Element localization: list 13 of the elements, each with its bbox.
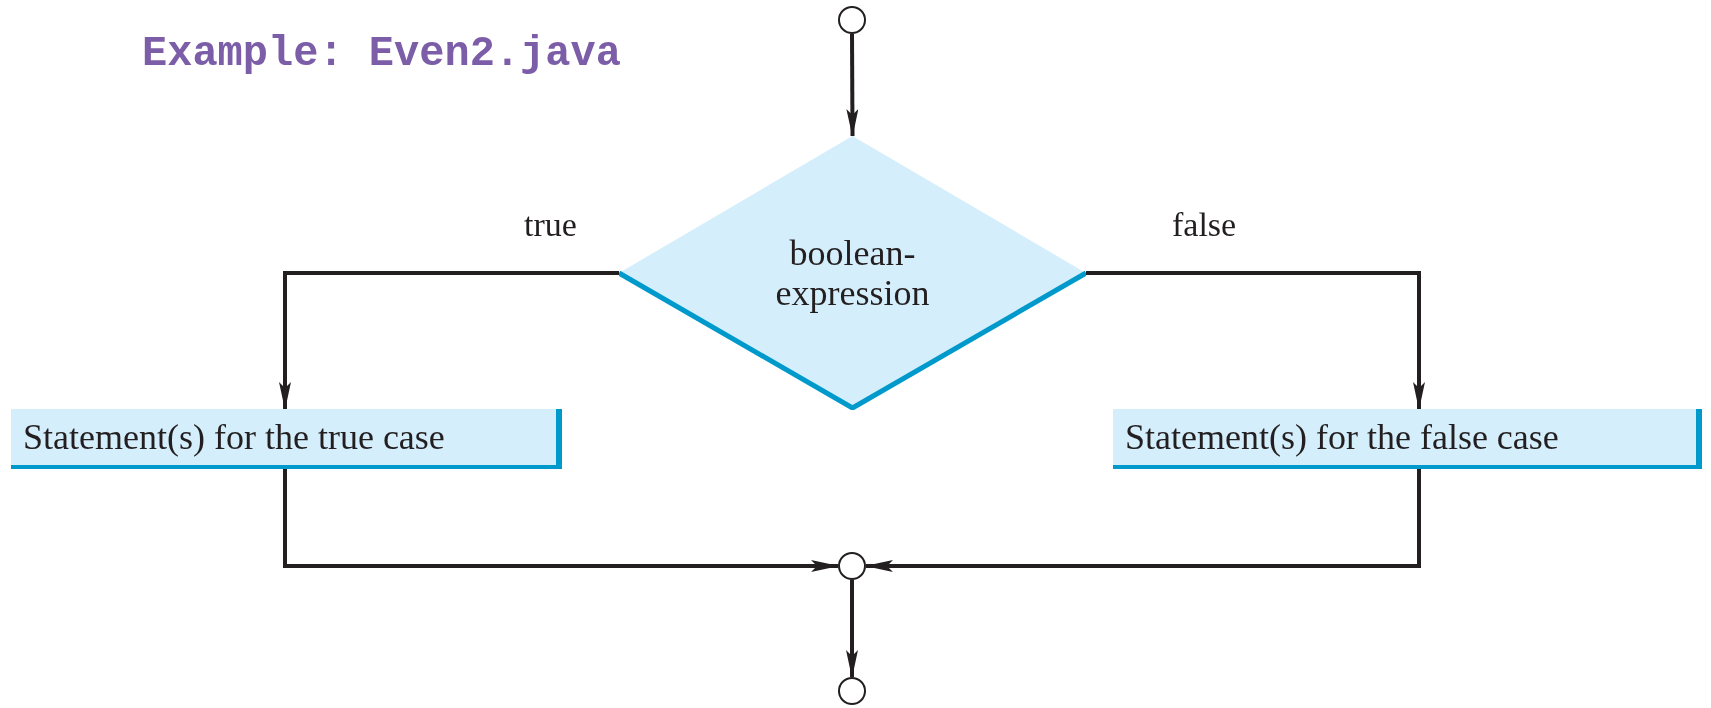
title: Example: Even2.java [142,30,621,78]
arrow [1086,271,1425,410]
arrow [279,271,619,410]
arrow [846,580,858,678]
statement-text: Statement(s) for the true case [23,417,445,457]
decision-diamond [619,136,1086,410]
process-box [11,409,562,469]
arrow [846,34,859,137]
process-box [1113,409,1702,469]
arrow [283,469,839,572]
arrow [865,469,1421,572]
statement-text: Statement(s) for the false case [1125,417,1559,457]
condition-text: boolean- expression [774,233,931,313]
